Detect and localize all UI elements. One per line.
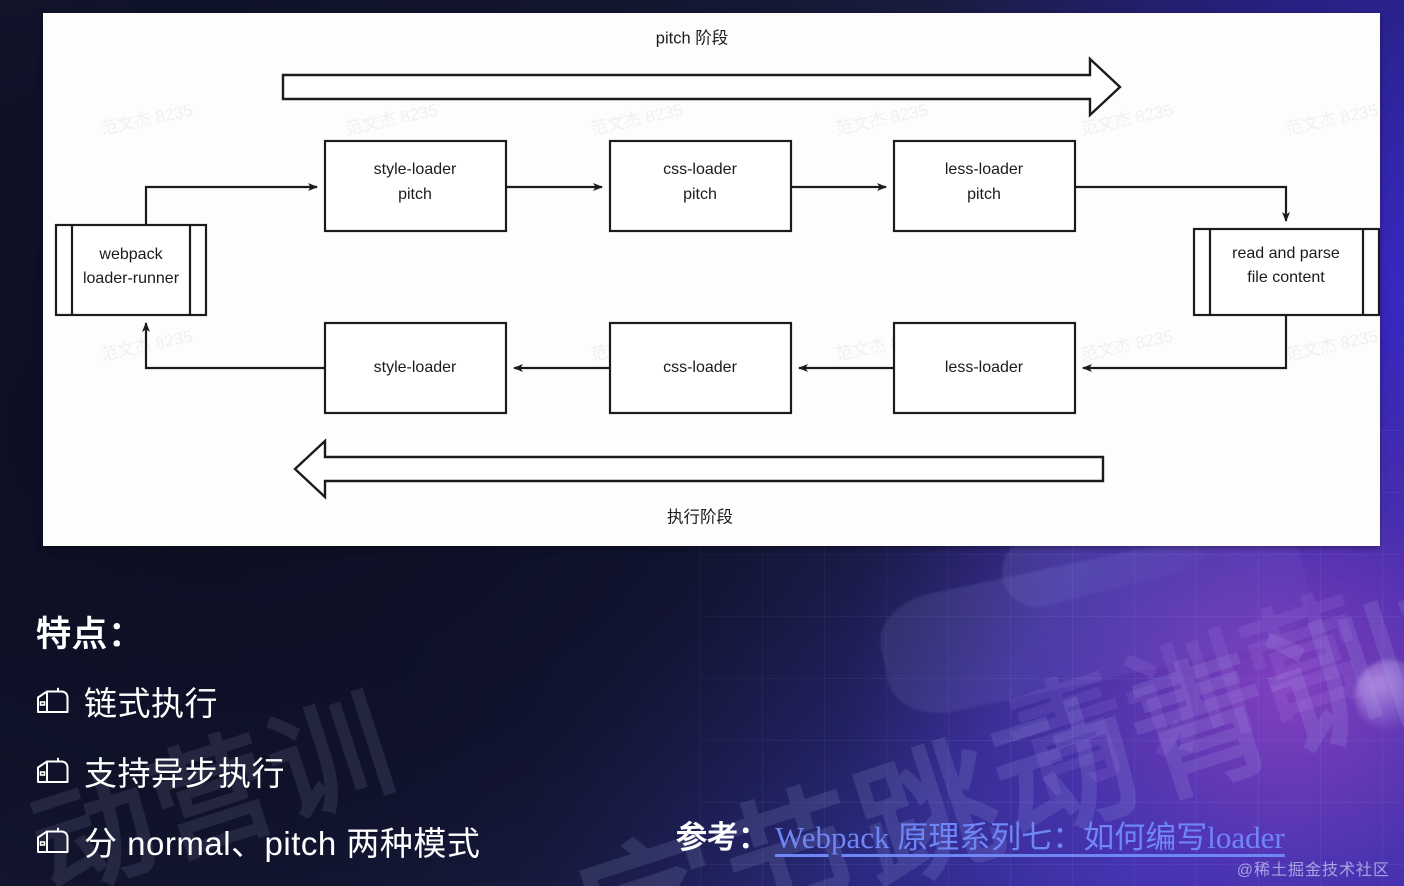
node-label-line1: css-loader bbox=[663, 161, 737, 178]
features-caption: 特点： 链式执行 支持异步执行 bbox=[36, 606, 736, 886]
pitch-phase-label: pitch 阶段 bbox=[656, 28, 728, 47]
edge-less-pitch-to-reader bbox=[1075, 185, 1290, 222]
diagram-panel: 范文杰 8235 范文杰 8235 范文杰 8235 范文杰 8235 范文杰 … bbox=[43, 13, 1380, 546]
node-label-line2: pitch bbox=[683, 186, 717, 203]
pitch-phase-arrow bbox=[281, 56, 1122, 118]
reference-label: 参考： bbox=[676, 820, 769, 855]
watermark-tile: 范文杰 8235 bbox=[1079, 327, 1174, 365]
node-label-line2: loader-runner bbox=[83, 270, 180, 287]
watermark-tile: 范文杰 8235 bbox=[1284, 101, 1379, 139]
mailbox-icon bbox=[36, 757, 70, 785]
node-label-line2: file content bbox=[1247, 269, 1325, 286]
bullet-label: 支持异步执行 bbox=[84, 755, 285, 792]
bullet-label: 链式执行 bbox=[84, 685, 218, 722]
node-css-loader-pitch: css-loader pitch bbox=[608, 139, 793, 233]
execute-phase-arrow bbox=[293, 438, 1105, 500]
edge-style-loader-to-runner bbox=[142, 322, 325, 370]
node-label-line1: less-loader bbox=[945, 359, 1024, 376]
bullet-label: 分 normal、pitch 两种模式 bbox=[84, 825, 481, 862]
node-label-line1: style-loader bbox=[374, 161, 457, 178]
edge-runner-to-style-pitch bbox=[144, 183, 318, 225]
bullet-item: 支持异步执行 bbox=[36, 747, 736, 795]
watermark-tile: 范文杰 8235 bbox=[834, 101, 929, 139]
node-label-line1: webpack bbox=[98, 246, 163, 263]
node-read-and-parse-file-content: read and parse file content bbox=[1192, 227, 1380, 317]
node-label-line2: pitch bbox=[967, 186, 1001, 203]
node-less-loader-pitch: less-loader pitch bbox=[892, 139, 1077, 233]
edge-reader-to-less-loader bbox=[1082, 315, 1288, 372]
execute-phase-label: 执行阶段 bbox=[667, 507, 733, 526]
site-watermark: @稀土掘金技术社区 bbox=[1236, 862, 1390, 879]
node-style-loader-pitch: style-loader pitch bbox=[323, 139, 508, 233]
node-label-line1: style-loader bbox=[374, 359, 457, 376]
node-style-loader: style-loader bbox=[323, 321, 508, 415]
node-less-loader: less-loader bbox=[892, 321, 1077, 415]
caption-title: 特点： bbox=[36, 615, 145, 654]
watermark-tile: 范文杰 8235 bbox=[1284, 327, 1379, 365]
mailbox-icon bbox=[36, 687, 70, 715]
node-webpack-loader-runner: webpack loader-runner bbox=[54, 223, 208, 317]
bullet-item: 链式执行 bbox=[36, 677, 736, 725]
node-label-line1: less-loader bbox=[945, 161, 1024, 178]
node-label-line1: read and parse bbox=[1232, 245, 1340, 262]
node-css-loader: css-loader bbox=[608, 321, 793, 415]
reference-line: 参考： Webpack 原理系列七：如何编写loader bbox=[676, 812, 1285, 857]
bullet-item: 分 normal、pitch 两种模式 bbox=[36, 817, 736, 865]
node-label-line1: css-loader bbox=[663, 359, 737, 376]
node-label-line2: pitch bbox=[398, 186, 432, 203]
watermark-tile: 范文杰 8235 bbox=[589, 101, 684, 139]
mailbox-icon bbox=[36, 827, 70, 855]
reference-link[interactable]: Webpack 原理系列七：如何编写loader bbox=[775, 820, 1285, 855]
watermark-tile: 范文杰 8235 bbox=[99, 101, 194, 139]
watermark-tile: 范文杰 8235 bbox=[344, 101, 439, 139]
